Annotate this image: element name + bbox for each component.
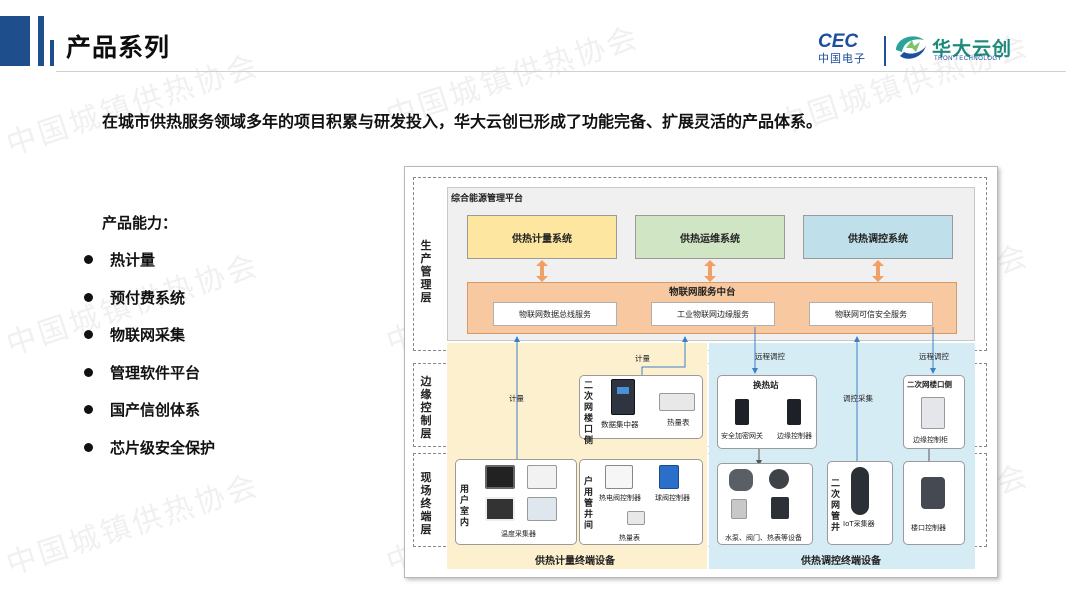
system-box-metering: 供热计量系统 [467,215,617,259]
title-accent-bar [0,16,30,66]
capability-label: 预付费系统 [110,288,186,307]
page-title: 产品系列 [66,33,171,62]
capability-item: 预付费系统 [84,288,215,326]
layer-label-production: 生产管理层 [420,239,432,304]
brand-logo-text: 华大云创 [932,38,1013,60]
thermostat-device [527,497,557,521]
indoor-label: 用户室内 [459,485,469,528]
system-box-operation: 供热运维系统 [635,215,785,259]
capability-label: 国产信创体系 [110,401,201,419]
bullet-icon [84,442,93,452]
cec-logo: CEC 中国电子 [818,31,878,66]
capabilities-list: 热计量 预付费系统 物联网采集 管理软件平台 国产信创体系 芯片级安全保护 [84,250,215,475]
capability-label: 芯片级安全保护 [110,438,216,457]
link-label-remote-control: 远程调控 [755,352,785,361]
metering-devices-title: 供热计量终端设备 [535,556,615,567]
double-arrow-icon [704,260,716,282]
header-divider [56,71,1066,72]
iot-collector-device [851,467,869,515]
connector-lines [514,327,936,522]
bullet-icon [84,367,93,377]
double-arrow-icon [872,260,884,282]
valve-controller-device [605,465,633,489]
building-side-title: 二次网楼口侧 [907,380,952,389]
building-controller-card [903,461,965,545]
capability-item: 热计量 [84,250,215,288]
capability-label: 管理软件平台 [110,363,201,382]
brand-emblem-icon [896,36,926,59]
capability-label: 物联网采集 [110,326,186,344]
bullet-icon [84,255,93,264]
data-concentrator-label: 数据集中器 [601,420,639,429]
valve-controller-label: 热电阀控制器 [599,494,641,502]
building-controller-device [921,477,945,509]
valve-device [769,469,789,489]
pump-device [729,469,753,491]
building-entry-card [579,375,703,439]
cec-logo-cn: 中国电子 [818,52,866,65]
logo-divider [884,36,886,66]
layer-label-edge: 边缘控制层 [420,375,432,440]
layer-label-field: 现场终端层 [420,471,432,536]
iot-collector-label: IoT采集器 [843,520,875,528]
iot-service-edge: 工业物联网边缘服务 [651,302,775,326]
heat-meter-device [627,511,645,525]
platform-title: 综合能源管理平台 [451,194,524,204]
cec-logo-text: CEC [818,31,859,52]
link-label-metering: 计量 [509,394,524,403]
edge-cabinet-device [921,397,945,429]
building-controller-label: 楼口控制器 [911,524,946,532]
capability-label: 热计量 [110,251,156,269]
heat-meter2-label: 热量表 [619,534,640,542]
pumps-label: 水泵、阀门、热表等设备 [725,534,802,542]
thermostat-device [485,497,515,521]
pipe-well-card [579,459,703,545]
temp-collector-label: 温度采集器 [501,530,536,538]
title-accent-bar [50,40,54,66]
gateway-device [735,399,749,425]
capability-item: 管理软件平台 [84,363,215,401]
title-accent-bar [38,16,44,66]
intro-text: 在城市供热服务领域多年的项目积累与研发投入，华大云创已形成了功能完备、扩展灵活的… [102,112,823,131]
edge-controller-device [787,399,801,425]
iot-service-security: 物联网可信安全服务 [809,302,933,326]
thermostat-device [527,465,557,489]
data-concentrator-device [611,379,635,415]
control-devices-title: 供热调控终端设备 [801,556,881,567]
bullet-icon [84,405,93,414]
watermark: 中国城镇供热协会 [2,467,265,583]
link-label-remote-control2: 远程调控 [919,352,949,361]
secondary-well-label: 二次网管井 [830,479,840,533]
bullet-icon [84,330,93,339]
gateway-label: 安全加密网关 [721,432,763,440]
pump-device [771,497,789,519]
capabilities-heading: 产品能力： [102,214,178,232]
link-label-control-collect: 调控采集 [843,394,873,403]
edge-controller-label: 边缘控制器 [777,432,812,440]
thermostat-device [485,465,515,489]
ball-valve-device [659,465,679,489]
building-entry-label: 二次网楼口侧 [583,381,593,446]
pipe-well-label: 户用管井间 [583,477,593,531]
brand-logo-en: TRON TECHNOLOGY [934,56,1003,62]
data-concentrator-screen [617,387,629,394]
heat-meter-device [659,393,695,411]
double-arrow-icon [536,260,548,282]
iot-service-databus: 物联网数据总线服务 [493,302,617,326]
heat-meter-label: 热量表 [667,418,690,427]
ball-valve-label: 球阀控制器 [655,494,690,502]
link-label-metering2: 计量 [635,354,650,363]
bullet-icon [84,292,93,302]
architecture-diagram: 综合能源管理平台 生产管理层 边缘控制层 现场终端层 供热计量系统 供热运维系统… [404,166,998,578]
heat-station-title: 换热站 [753,381,779,391]
edge-cabinet-label: 边缘控制柜 [913,436,948,444]
capability-item: 芯片级安全保护 [84,438,215,476]
system-box-control: 供热调控系统 [803,215,953,259]
capability-item: 物联网采集 [84,325,215,363]
meter-device [731,499,747,519]
capability-item: 国产信创体系 [84,400,215,438]
iot-hub-title: 物联网服务中台 [669,287,736,298]
brand-logo: 华大云创 TRON TECHNOLOGY [892,30,1032,66]
